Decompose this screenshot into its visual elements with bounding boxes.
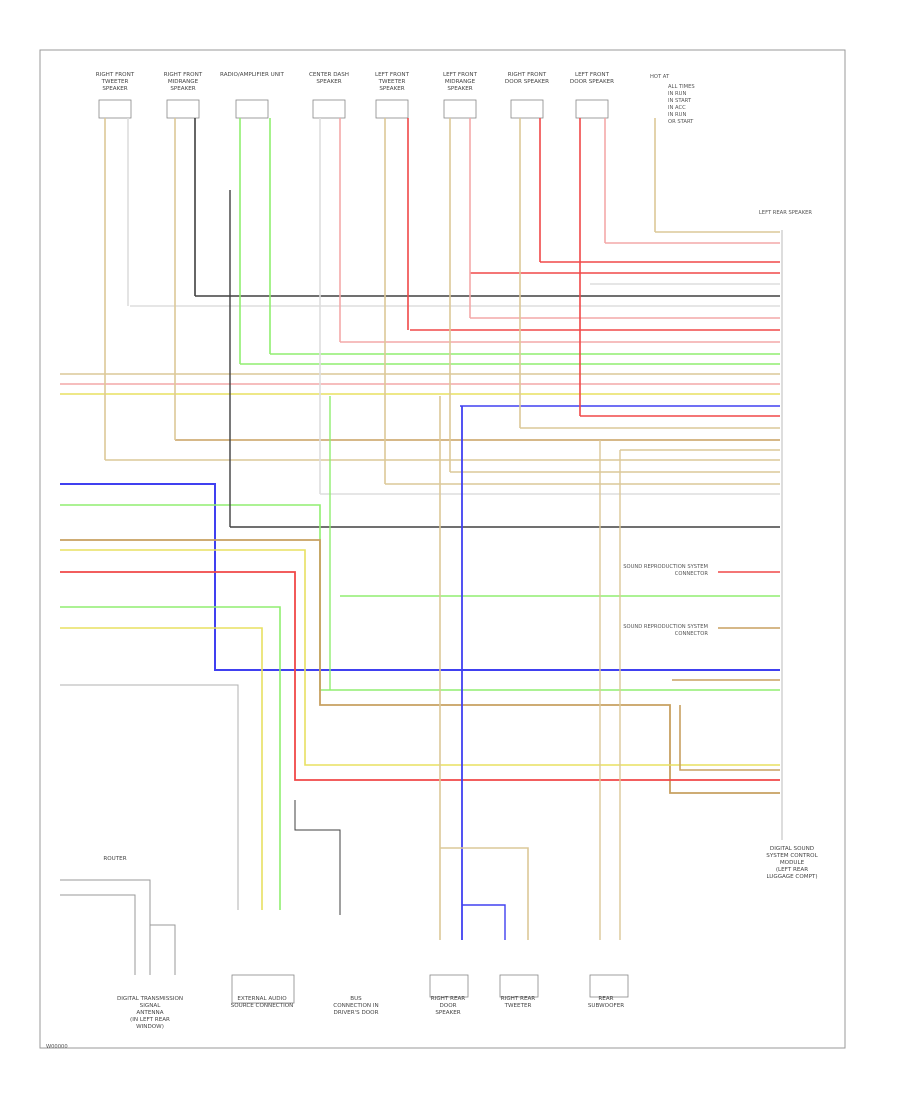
speaker-connector bbox=[375, 99, 409, 119]
antenna-wire bbox=[150, 924, 176, 975]
component-label: RIGHT REAR bbox=[501, 996, 536, 1002]
component-label: SUBWOOFER bbox=[588, 1003, 624, 1009]
wire-red bbox=[60, 571, 780, 781]
component-label: EXTERNAL AUDIO bbox=[237, 996, 287, 1002]
component-label: SOURCE CONNECTION bbox=[231, 1003, 294, 1009]
top-right-tag: LEFT REAR SPEAKER bbox=[759, 210, 812, 216]
legend-item: IN ACC bbox=[668, 105, 686, 111]
connector-caption: RIGHT FRONT bbox=[508, 72, 547, 78]
wire-green bbox=[60, 606, 281, 910]
component-label: SIGNAL bbox=[140, 1003, 162, 1009]
legend-item: IN RUN bbox=[668, 91, 686, 97]
router-label: ROUTER bbox=[103, 856, 126, 862]
wire-layer bbox=[60, 99, 783, 1004]
connector-caption: TWEETER bbox=[378, 79, 406, 85]
component-label: DIGITAL TRANSMISSION bbox=[117, 996, 183, 1002]
connector-caption: LEFT FRONT bbox=[375, 72, 410, 78]
wire-tan bbox=[440, 847, 529, 940]
module-label: SYSTEM CONTROL bbox=[766, 853, 818, 859]
module-label: (LEFT REAR bbox=[776, 867, 808, 873]
audio-source-connector bbox=[231, 974, 295, 1004]
component-label: DRIVER'S DOOR bbox=[334, 1010, 379, 1016]
speaker-connector bbox=[98, 99, 132, 119]
connector-caption: MIDRANGE bbox=[445, 79, 476, 85]
connector-caption: LEFT FRONT bbox=[575, 72, 610, 78]
connector-caption: MIDRANGE bbox=[168, 79, 199, 85]
component-label: BUS bbox=[350, 996, 362, 1002]
connector-label: SOUND REPRODUCTION SYSTEM bbox=[623, 564, 708, 570]
connector-caption: TWEETER bbox=[101, 79, 129, 85]
diagram-frame bbox=[39, 49, 846, 1049]
wire-green bbox=[60, 504, 780, 691]
wire-yellow bbox=[60, 627, 263, 910]
component-label: (IN LEFT REAR bbox=[130, 1017, 170, 1023]
legend-item: ALL TIMES bbox=[668, 84, 695, 90]
wire-blue bbox=[60, 483, 780, 671]
antenna-wire bbox=[60, 894, 136, 975]
component-label: REAR bbox=[598, 996, 613, 1002]
connector-caption: SPEAKER bbox=[447, 86, 472, 92]
footer-code: W00000 bbox=[46, 1044, 68, 1050]
component-label: RIGHT REAR bbox=[431, 996, 466, 1002]
connector-caption: CENTER DASH bbox=[309, 72, 349, 78]
speaker-connector bbox=[166, 99, 200, 119]
wire-brown bbox=[60, 539, 780, 794]
connector-caption: DOOR SPEAKER bbox=[505, 79, 549, 85]
module-label: MODULE bbox=[780, 860, 805, 866]
wire-blue bbox=[462, 904, 506, 940]
module-label: DIGITAL SOUND bbox=[770, 846, 814, 852]
connector-caption: RIGHT FRONT bbox=[164, 72, 203, 78]
speaker-connector bbox=[235, 99, 269, 119]
wire-yellow bbox=[60, 549, 780, 766]
wire-black bbox=[294, 800, 341, 915]
connector-caption: SPEAKER bbox=[170, 86, 195, 92]
connector-caption: SPEAKER bbox=[316, 79, 341, 85]
legend-item: IN RUN bbox=[668, 112, 686, 118]
component-label: CONNECTION IN bbox=[333, 1003, 378, 1009]
connector-label: CONNECTOR bbox=[675, 631, 709, 637]
connector-label: SOUND REPRODUCTION SYSTEM bbox=[623, 624, 708, 630]
connector-caption: RIGHT FRONT bbox=[96, 72, 135, 78]
connector-caption: SPEAKER bbox=[102, 86, 127, 92]
speaker-connector bbox=[575, 99, 609, 119]
speaker-connector bbox=[499, 974, 539, 998]
component-label: ANTENNA bbox=[136, 1010, 163, 1016]
legend-title: HOT AT bbox=[650, 74, 670, 80]
component-label: SPEAKER bbox=[435, 1010, 460, 1016]
speaker-connector bbox=[312, 99, 346, 119]
legend-item: IN START bbox=[668, 98, 692, 104]
connector-label: CONNECTOR bbox=[675, 571, 709, 577]
component-label: DOOR bbox=[440, 1003, 457, 1009]
speaker-connector bbox=[510, 99, 544, 119]
module-label: LUGGAGE COMPT) bbox=[766, 874, 817, 880]
wire-gray bbox=[60, 684, 239, 910]
connector-caption: DOOR SPEAKER bbox=[570, 79, 614, 85]
speaker-connector bbox=[429, 974, 469, 998]
connector-caption: SPEAKER bbox=[379, 86, 404, 92]
legend-item: OR START bbox=[668, 119, 694, 125]
component-label: TWEETER bbox=[504, 1003, 532, 1009]
component-label: WINDOW) bbox=[136, 1024, 164, 1030]
speaker-connector bbox=[589, 974, 629, 998]
antenna-wire bbox=[60, 879, 151, 975]
wire-brown bbox=[679, 705, 780, 771]
connector-caption: RADIO/AMPLIFIER UNIT bbox=[220, 72, 285, 78]
connector-caption: LEFT FRONT bbox=[443, 72, 478, 78]
speaker-connector bbox=[443, 99, 477, 119]
